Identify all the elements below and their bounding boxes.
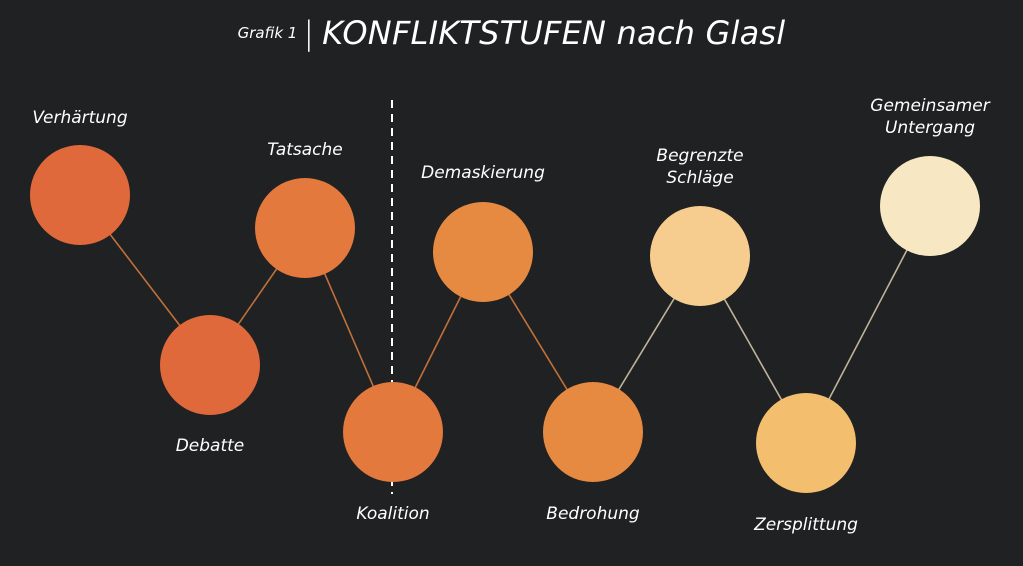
stage-label-tatsache: Tatsache bbox=[267, 140, 343, 160]
stage-label-debatte: Debatte bbox=[175, 436, 245, 456]
stage-node-begrenzte-schlaege bbox=[650, 206, 750, 306]
stage-node-gemeinsamer-untergang bbox=[880, 156, 980, 256]
title-separator: | bbox=[303, 14, 315, 52]
stage-node-demaskierung bbox=[433, 202, 533, 302]
stage-node-debatte bbox=[160, 315, 260, 415]
stage-label-verhaertung: Verhärtung bbox=[32, 108, 128, 128]
stage-node-koalition bbox=[343, 382, 443, 482]
stage-node-tatsache bbox=[255, 178, 355, 278]
stage-label-zersplittung: Zersplittung bbox=[754, 515, 858, 535]
title-prefix: Grafik 1 bbox=[237, 24, 298, 42]
stage-nodes bbox=[30, 145, 980, 493]
stage-node-zersplittung bbox=[756, 393, 856, 493]
stage-node-verhaertung bbox=[30, 145, 130, 245]
stage-label-demaskierung: Demaskierung bbox=[421, 163, 545, 183]
stage-label-bedrohung: Bedrohung bbox=[546, 504, 640, 524]
stage-node-bedrohung bbox=[543, 382, 643, 482]
stage-label-koalition: Koalition bbox=[356, 504, 430, 524]
title-main: KONFLIKTSTUFEN nach Glasl bbox=[322, 14, 786, 52]
chart-title: Grafik 1 |KONFLIKTSTUFEN nach Glasl bbox=[0, 14, 1023, 52]
